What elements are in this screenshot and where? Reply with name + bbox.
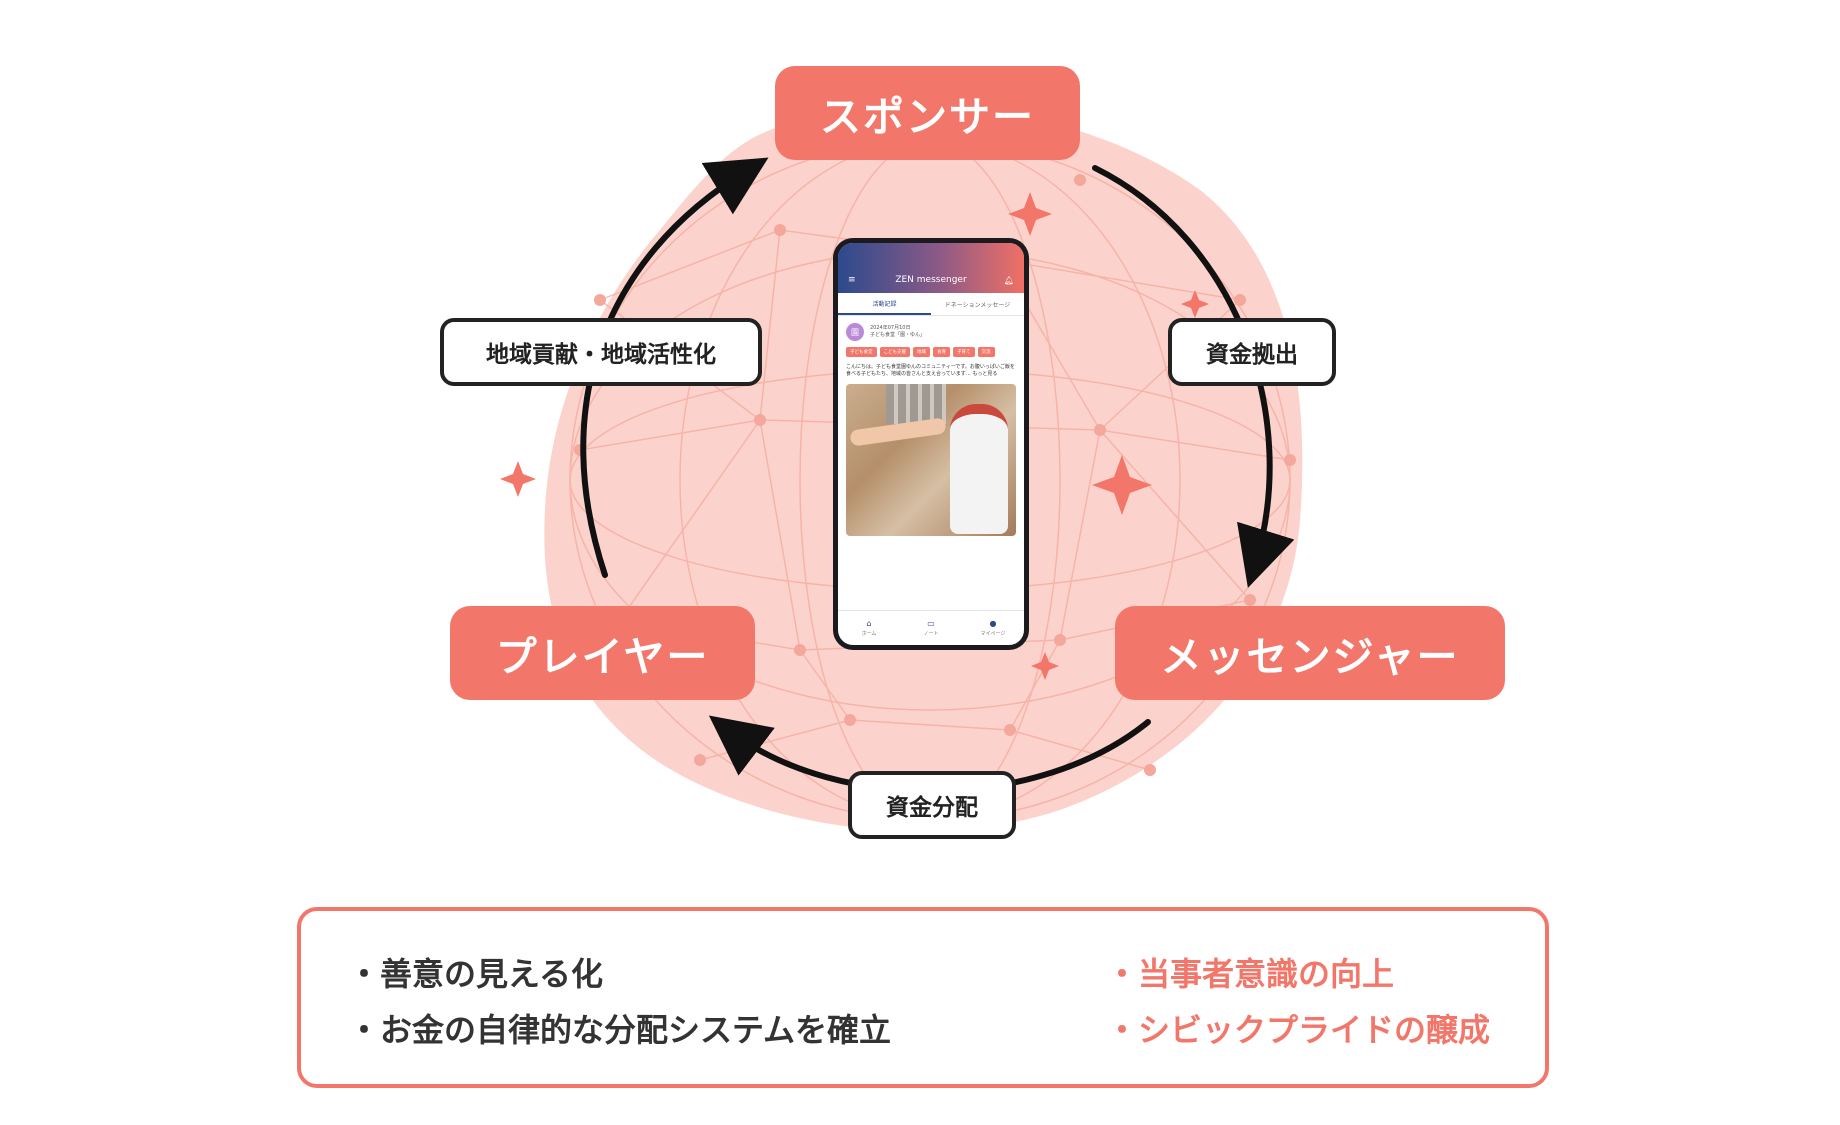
- menu-icon: ≡: [848, 275, 856, 285]
- tag: 交流: [977, 347, 995, 357]
- flow-label-funding: 資金拠出: [1168, 318, 1336, 386]
- avatar: 園: [846, 323, 864, 341]
- bottom-nav: ⌂ ホーム ▭ ノート ● マイページ: [838, 610, 1024, 645]
- user-icon: ●: [989, 619, 997, 628]
- note-icon: ▭: [927, 619, 935, 628]
- post: 園 2024年07月10日 子ども食堂「園・ゆん」 子ども食堂 こども支援 地域…: [838, 316, 1024, 543]
- nav-home: ⌂ ホーム: [838, 611, 900, 645]
- tag: 子ども食堂: [846, 347, 877, 357]
- summary-outcome-ownership: ・当事者意識の向上: [1106, 955, 1395, 993]
- sparkle-icon: [1092, 455, 1152, 515]
- role-sponsor: スポンサー: [775, 66, 1080, 160]
- tag: こども支援: [879, 347, 910, 357]
- nav-home-label: ホーム: [861, 631, 877, 637]
- post-photo: [846, 384, 1016, 536]
- sparkle-icon: [1008, 192, 1052, 236]
- post-header: 園 2024年07月10日 子ども食堂「園・ゆん」: [846, 323, 1016, 341]
- photo-child: [950, 404, 1008, 534]
- nav-note: ▭ ノート: [900, 611, 962, 645]
- summary-point-autonomous-distribution: ・お金の自律的な分配システムを確立: [348, 1011, 892, 1049]
- tag: 地域: [913, 347, 930, 357]
- nav-mypage: ● マイページ: [962, 611, 1024, 645]
- app-header: ≡ ZEN messenger 🔔︎: [838, 243, 1024, 293]
- tag: 食育: [933, 347, 950, 357]
- post-date: 2024年07月10日: [870, 325, 911, 331]
- flow-label-regional-contribution: 地域貢献・地域活性化: [440, 318, 762, 386]
- tab-activity: 活動記録: [838, 293, 931, 315]
- summary-box: ・善意の見える化 ・お金の自律的な分配システムを確立 ・当事者意識の向上 ・シビ…: [297, 907, 1549, 1088]
- app-title: ZEN messenger: [895, 275, 967, 285]
- phone-screen: ≡ ZEN messenger 🔔︎ 活動記録 ドネーションメッセージ 園 20…: [838, 243, 1024, 645]
- sparkles: [500, 192, 1209, 680]
- tag: 子育て: [953, 347, 975, 357]
- post-tags: 子ども食堂 こども支援 地域 食育 子育て 交流: [846, 347, 996, 357]
- home-icon: ⌂: [866, 619, 872, 628]
- bell-icon: 🔔︎: [1003, 276, 1014, 285]
- role-player: プレイヤー: [450, 606, 755, 700]
- sparkle-icon: [500, 461, 536, 497]
- sparkle-icon: [1031, 652, 1059, 680]
- phone-mockup: ≡ ZEN messenger 🔔︎ 活動記録 ドネーションメッセージ 園 20…: [833, 238, 1029, 650]
- post-author: 子ども食堂「園・ゆん」: [870, 332, 926, 338]
- summary-outcome-civic-pride: ・シビックプライドの醸成: [1106, 1011, 1491, 1049]
- sparkle-icon: [1181, 290, 1209, 318]
- summary-point-visualize-goodwill: ・善意の見える化: [348, 955, 604, 993]
- post-meta: 2024年07月10日 子ども食堂「園・ゆん」: [870, 325, 925, 339]
- nav-mypage-label: マイページ: [980, 631, 1006, 637]
- flow-label-distribution: 資金分配: [848, 771, 1016, 839]
- post-text: こんにちは。子ども食堂園ゆんのコミュニティーです。お腹いっぱいご飯を食べる子ども…: [846, 364, 1015, 377]
- role-messenger: メッセンジャー: [1115, 606, 1505, 700]
- photo-shelf: [886, 384, 946, 424]
- app-tabs: 活動記録 ドネーションメッセージ: [838, 293, 1024, 316]
- tab-donation-message: ドネーションメッセージ: [944, 301, 1011, 309]
- nav-note-label: ノート: [923, 631, 939, 637]
